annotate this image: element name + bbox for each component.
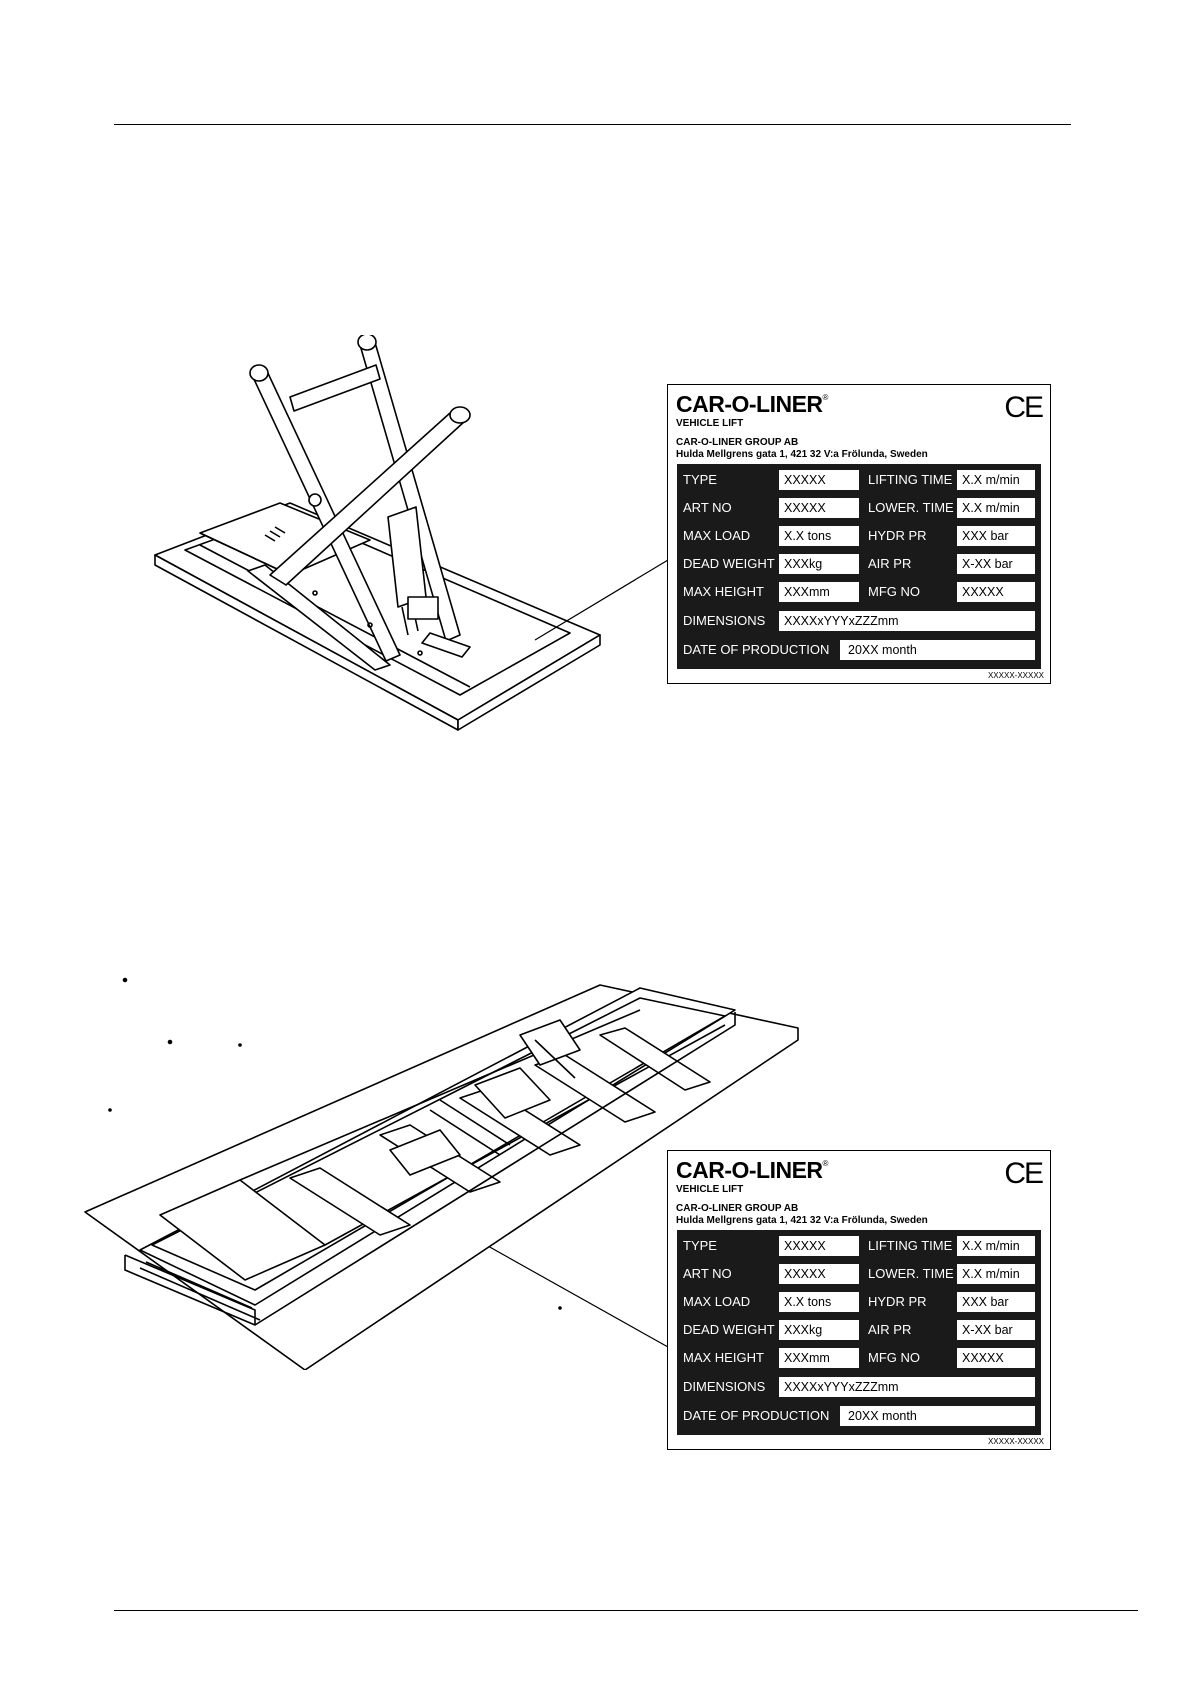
field-label: LOWER. TIME [868,500,954,515]
plate-code: XXXXX-XXXXX [987,671,1044,680]
field-label: DEAD WEIGHT [683,1322,775,1337]
company-name: CAR-O-LINER GROUP AB [676,1203,799,1214]
nameplate: CAR-O-LINER® CE VEHICLE LIFT CAR-O-LINER… [667,384,1051,684]
field-value: X.X m/min [957,498,1035,518]
field-label: HYDR PR [868,1294,927,1309]
field-value: 20XX month [840,1406,1035,1426]
field-label: MFG NO [868,1350,920,1365]
field-value: XXXkg [779,554,859,574]
field-value: X.X tons [779,1292,859,1312]
field-label: LIFTING TIME [868,472,953,487]
field-value: XXX bar [957,1292,1035,1312]
product-name: VEHICLE LIFT [676,1184,744,1195]
field-label: DIMENSIONS [683,1379,766,1394]
field-label: LOWER. TIME [868,1266,954,1281]
field-value: XXX bar [957,526,1035,546]
field-value: X.X m/min [957,1236,1035,1256]
field-label: DATE OF PRODUCTION [683,1408,830,1423]
field-value: XXXXX [779,498,859,518]
field-label: AIR PR [868,556,912,571]
field-label: MAX HEIGHT [683,584,764,599]
field-value: XXXXX [779,1264,859,1284]
footer-rule [114,1610,1138,1611]
field-label: TYPE [683,1238,717,1253]
field-value: X-XX bar [957,554,1035,574]
field-value: XXXXX [957,1348,1035,1368]
field-value: 20XX month [840,640,1035,660]
field-label: TYPE [683,472,717,487]
field-value: XXXmm [779,1348,859,1368]
field-value: X.X m/min [957,470,1035,490]
spec-panel: TYPE XXXXX LIFTING TIME X.X m/min ART NO… [677,464,1041,669]
brand-logo: CAR-O-LINER® [676,1157,828,1183]
flush-lift-illustration [80,950,820,1370]
company-address: Hulda Mellgrens gata 1, 421 32 V:a Frölu… [676,449,928,460]
field-label: MAX HEIGHT [683,1350,764,1365]
company-address: Hulda Mellgrens gata 1, 421 32 V:a Frölu… [676,1215,928,1226]
field-label: MAX LOAD [683,528,751,543]
field-value: XXXXX [779,470,859,490]
field-label: MFG NO [868,584,920,599]
field-label: MAX LOAD [683,1294,751,1309]
field-value: XXXXxYYYxZZZmm [779,611,1035,631]
product-name: VEHICLE LIFT [676,418,744,429]
field-value: X.X tons [779,526,859,546]
field-label: AIR PR [868,1322,912,1337]
field-label: ART NO [683,500,732,515]
field-value: XXXXxYYYxZZZmm [779,1377,1035,1397]
field-value: X.X m/min [957,1264,1035,1284]
nameplate: CAR-O-LINER® CE VEHICLE LIFT CAR-O-LINER… [667,1150,1051,1450]
company-name: CAR-O-LINER GROUP AB [676,437,799,448]
field-value: XXXXX [957,582,1035,602]
header-rule [114,124,1071,125]
field-value: XXXkg [779,1320,859,1340]
field-label: ART NO [683,1266,732,1281]
field-value: X-XX bar [957,1320,1035,1340]
ce-mark: CE [1004,391,1044,424]
field-value: XXXmm [779,582,859,602]
ce-mark: CE [1004,1157,1044,1190]
plate-code: XXXXX-XXXXX [987,1437,1044,1446]
field-label: DIMENSIONS [683,613,766,628]
brand-logo: CAR-O-LINER® [676,391,828,417]
field-label: LIFTING TIME [868,1238,953,1253]
field-label: DEAD WEIGHT [683,556,775,571]
field-label: HYDR PR [868,528,927,543]
field-label: DATE OF PRODUCTION [683,642,830,657]
scissor-lift-illustration [140,335,660,735]
field-value: XXXXX [779,1236,859,1256]
spec-panel: TYPE XXXXX LIFTING TIME X.X m/min ART NO… [677,1230,1041,1435]
